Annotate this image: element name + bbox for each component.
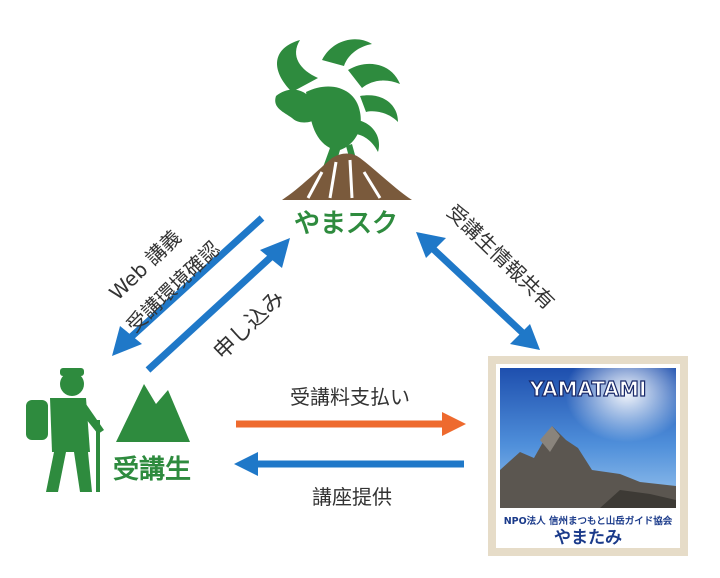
goat-icon xyxy=(275,39,400,172)
label-share-info: 受講生情報共有 xyxy=(442,200,559,315)
arrow-pay-fee xyxy=(236,412,466,436)
arrow-web-lecture xyxy=(112,215,265,356)
yamaskul-label: やまスク xyxy=(294,209,398,239)
label-apply: 申し込み xyxy=(209,286,290,365)
label-provide-course: 講座提供 xyxy=(312,485,392,509)
yamatami-name: やまたみ xyxy=(554,528,622,548)
arrow-apply xyxy=(145,238,290,373)
student-label: 受講生 xyxy=(113,454,191,485)
volcano-icon xyxy=(282,153,412,200)
arrow-share-info xyxy=(416,232,540,350)
hiker-icon xyxy=(26,368,104,492)
yamatami-card: YAMATAMI NPO法人 信州まつもと山岳ガイド協会 やまたみ xyxy=(488,356,688,556)
yamaskul-logo: やまスク xyxy=(275,39,412,239)
label-pay-fee: 受講料支払い xyxy=(290,385,410,409)
mountain-icon xyxy=(116,384,190,442)
yamatami-banner: YAMATAMI xyxy=(529,377,647,401)
arrow-provide-course xyxy=(234,452,464,476)
student-node: 受講生 xyxy=(26,368,191,492)
yamatami-org: NPO法人 信州まつもと山岳ガイド協会 xyxy=(504,515,673,527)
